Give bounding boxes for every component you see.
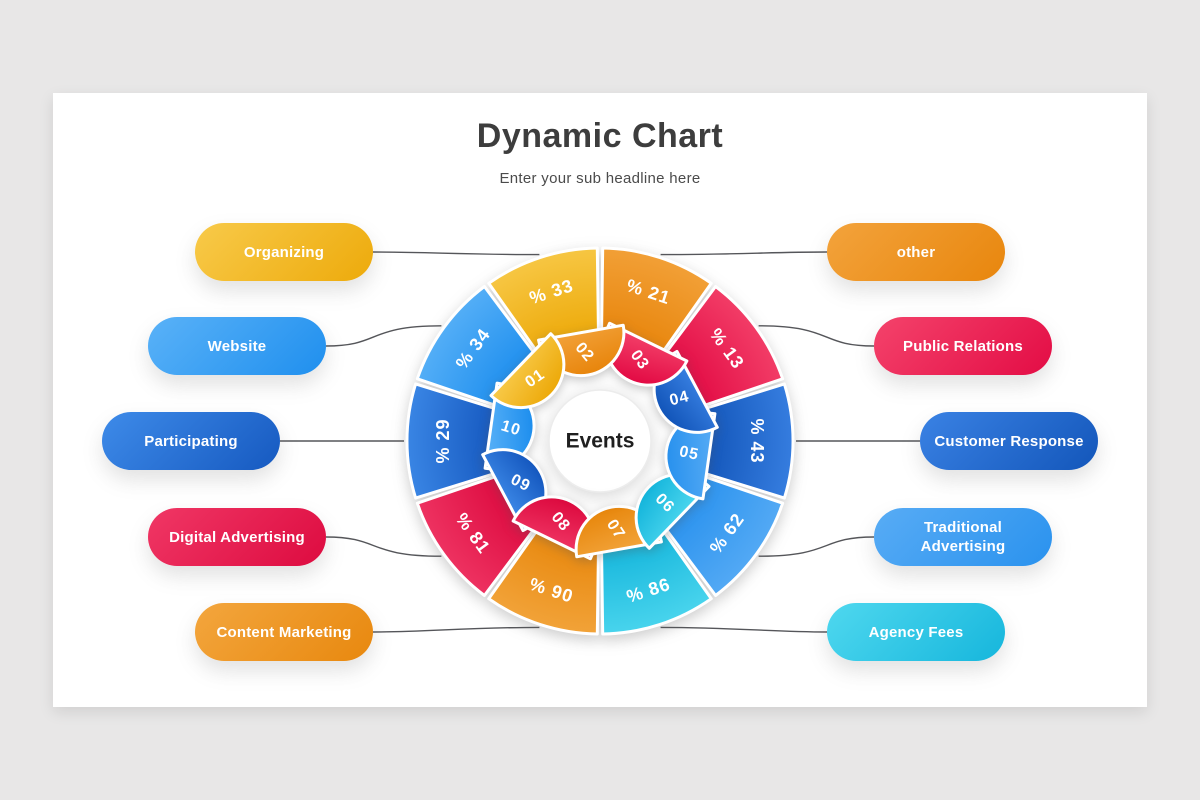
pill-label: Organizing: [243, 243, 325, 261]
pill-label: Content Marketing: [216, 623, 352, 641]
pill-label: Participating: [144, 432, 238, 450]
pill-label: Traditional Advertising: [920, 519, 1006, 555]
pill-label: Public Relations: [903, 337, 1023, 355]
dynamic-chart: % 33% 21% 13% 43% 62% 86% 90% 81% 29% 34…: [280, 246, 920, 636]
slide-header: Dynamic Chart Enter your sub headline he…: [53, 117, 1147, 187]
center-circle: [548, 389, 652, 493]
pill-label: Agency Fees: [868, 623, 964, 641]
petal-number-05: 05: [678, 443, 701, 464]
pill-traditional-advertising: Traditional Advertising: [874, 508, 1052, 566]
center-label: Events: [566, 430, 635, 453]
pill-label: Digital Advertising: [169, 528, 305, 546]
pill-label: Customer Response: [934, 432, 1084, 450]
connector-line-07: [372, 626, 540, 633]
wedge-percent-label-09: % 29: [433, 418, 453, 463]
pill-agency-fees: Agency Fees: [827, 603, 1005, 661]
connector-line-08: [325, 536, 442, 557]
wedge-percent-label-04: % 43: [747, 418, 767, 463]
connector-line-05: [758, 536, 875, 557]
pill-website: Website: [148, 317, 326, 375]
petal-number-10: 10: [499, 417, 523, 439]
pill-other: other: [827, 223, 1005, 281]
pill-participating: Participating: [102, 412, 280, 470]
connector-line-02: [660, 251, 828, 256]
page-title: Dynamic Chart: [476, 117, 724, 155]
connector-line-01: [372, 251, 540, 256]
pill-label: other: [896, 243, 936, 261]
connector-line-06: [660, 626, 828, 633]
slide: Dynamic Chart Enter your sub headline he…: [53, 93, 1147, 707]
pill-organizing: Organizing: [195, 223, 373, 281]
pill-label: Website: [207, 337, 267, 355]
connector-line-10: [325, 325, 442, 347]
petal-01: [489, 332, 566, 410]
page-subtitle: Enter your sub headline here: [499, 170, 701, 187]
pill-public-relations: Public Relations: [874, 317, 1052, 375]
pill-digital-advertising: Digital Advertising: [148, 508, 326, 566]
connector-line-03: [758, 325, 875, 347]
pill-content-marketing: Content Marketing: [195, 603, 373, 661]
petal-number-04: 04: [668, 388, 691, 409]
pill-customer-response: Customer Response: [920, 412, 1098, 470]
